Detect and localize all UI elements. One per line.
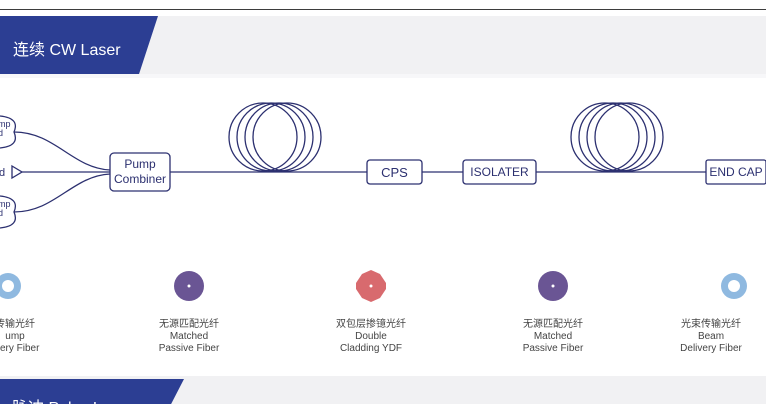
fiber-caption-2-en1: Matched [169, 331, 209, 342]
fiber-icons [0, 270, 747, 302]
cps-box [366, 159, 423, 185]
fiber-caption-1: 传输光纤 ump livery Fiber [0, 319, 70, 355]
pump-arrow-mid [11, 164, 24, 180]
section-title: 连续 CW Laser [13, 42, 121, 59]
top-rule [0, 9, 766, 10]
fiber-caption-4-cn: 无源匹配光纤 [523, 319, 583, 330]
next-section-tab [0, 379, 184, 404]
fiber-caption-5-en2: Delivery Fiber [680, 343, 742, 354]
fiber-caption-3-cn: 双包层掺镱光纤 [336, 319, 406, 330]
isolater-box [462, 159, 537, 185]
pump-combiner-l1: Pump [124, 157, 156, 171]
next-section-title: 脉冲 Pulse Laser [12, 400, 133, 417]
pump-stub-top [0, 115, 17, 149]
fiber-caption-2-en2: Passive Fiber [158, 343, 220, 354]
fiber-icon-5 [721, 273, 747, 299]
fiber-caption-2-cn: 无源匹配光纤 [159, 319, 219, 330]
fiber-caption-4: 无源匹配光纤 Matched Passive Fiber [498, 319, 608, 355]
end-cap-box [705, 159, 766, 185]
cps-label: CPS [381, 165, 408, 180]
end-cap-label: END CAP [709, 165, 762, 179]
pump-label-top-l1: mp [0, 119, 11, 129]
pump-combiner-l2: Combiner [114, 172, 166, 186]
pump-label-mid: d [0, 167, 5, 179]
pump-label-top-l2: d [0, 128, 3, 138]
section-header-tab [0, 16, 158, 74]
pump-label-bottom-l2: d [0, 208, 3, 218]
fiber-caption-1-en2: livery Fiber [0, 343, 40, 354]
fiber-icon-3 [356, 270, 386, 302]
section-divider [0, 74, 766, 78]
fiber-caption-4-en2: Passive Fiber [522, 343, 584, 354]
fiber-caption-5-en1: Beam [697, 331, 725, 342]
gain-fiber-coil-left [228, 102, 322, 172]
fiber-icon-1 [0, 273, 21, 299]
fiber-caption-5-cn: 光束传输光纤 [681, 319, 741, 330]
fiber-caption-1-en1: ump [5, 331, 25, 342]
pump-combiner-box [109, 152, 171, 192]
pump-label-bottom-l1: mp [0, 199, 11, 209]
fiber-caption-5: 光束传输光纤 Beam Delivery Fiber [656, 319, 766, 355]
fiber-caption-2: 无源匹配光纤 Matched Passive Fiber [134, 319, 244, 355]
gain-fiber-coil-right [570, 102, 664, 172]
fiber-caption-4-en1: Matched [533, 331, 573, 342]
isolater-label: ISOLATER [470, 165, 529, 179]
pump-fiber-line-bottom [13, 173, 111, 213]
fiber-caption-3: 双包层掺镱光纤 Double Cladding YDF [316, 319, 426, 355]
pump-fiber-line-top [13, 131, 111, 171]
fiber-caption-3-en1: Double [355, 331, 387, 342]
fiber-icon-4 [538, 271, 568, 301]
fiber-icon-2 [174, 271, 204, 301]
pump-stub-bottom [0, 195, 17, 229]
fiber-caption-3-en2: Cladding YDF [339, 343, 403, 354]
fiber-caption-1-cn: 传输光纤 [0, 319, 35, 330]
